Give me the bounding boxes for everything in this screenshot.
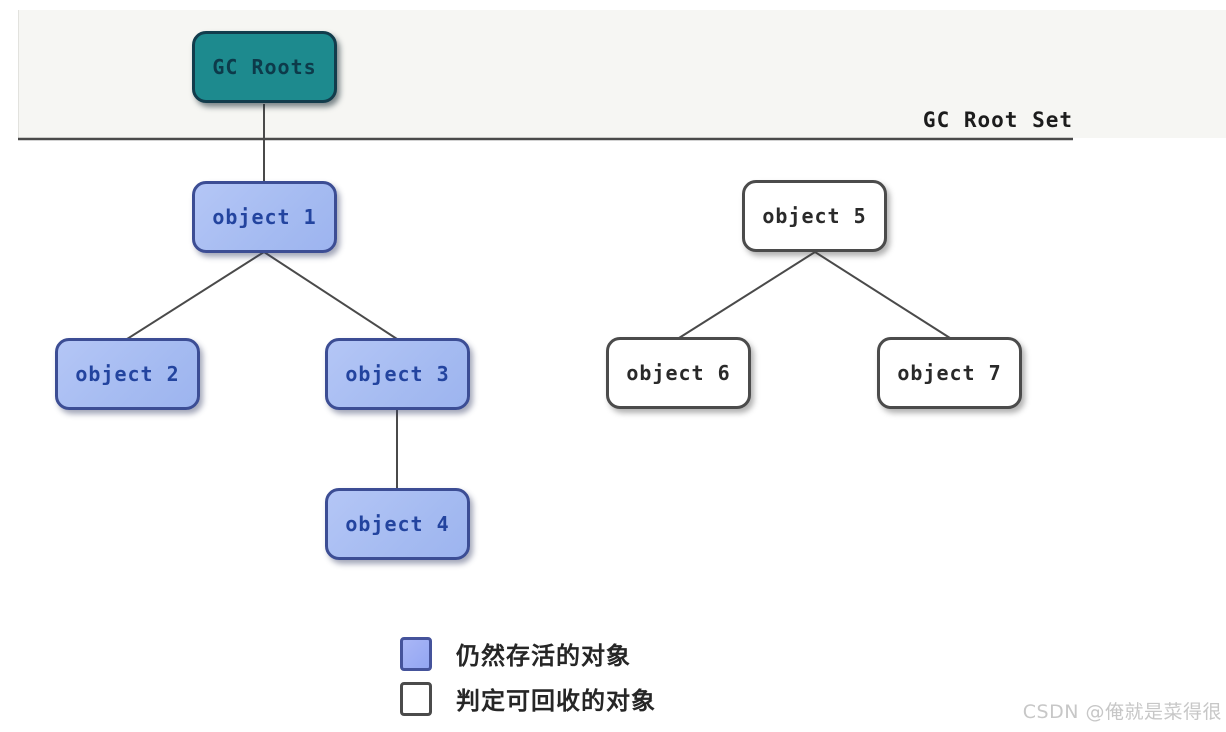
node-gc-roots: GC Roots	[192, 31, 337, 103]
node-object-2: object 2	[55, 338, 200, 410]
node-object-1-label: object 1	[212, 205, 317, 229]
edge-object1-object2	[126, 251, 265, 340]
legend-row-alive: 仍然存活的对象	[400, 636, 656, 671]
node-object-3: object 3	[325, 338, 470, 410]
node-object-6-label: object 6	[626, 361, 731, 385]
legend-row-collectable: 判定可回收的对象	[400, 681, 656, 716]
gc-root-set-label: GC Root Set	[922, 108, 1073, 132]
edge-object5-object7	[814, 251, 951, 339]
legend: 仍然存活的对象 判定可回收的对象	[400, 636, 656, 716]
legend-label-alive: 仍然存活的对象	[456, 642, 631, 670]
legend-swatch-collectable	[400, 681, 432, 716]
node-object-6: object 6	[606, 337, 751, 409]
legend-label-collectable: 判定可回收的对象	[456, 687, 656, 715]
edge-object5-object6	[678, 251, 816, 339]
node-object-2-label: object 2	[75, 362, 180, 386]
legend-swatch-alive	[400, 636, 432, 671]
node-object-3-label: object 3	[345, 362, 450, 386]
edge-object1-object3	[263, 251, 398, 340]
node-object-7-label: object 7	[897, 361, 1002, 385]
node-object-4: object 4	[325, 488, 470, 560]
node-object-1: object 1	[192, 181, 337, 253]
node-object-4-label: object 4	[345, 512, 450, 536]
node-object-5-label: object 5	[762, 204, 867, 228]
csdn-watermark: CSDN @俺就是菜得很	[1022, 701, 1222, 723]
node-object-7: object 7	[877, 337, 1022, 409]
node-gc-roots-label: GC Roots	[212, 55, 317, 79]
node-object-5: object 5	[742, 180, 887, 252]
